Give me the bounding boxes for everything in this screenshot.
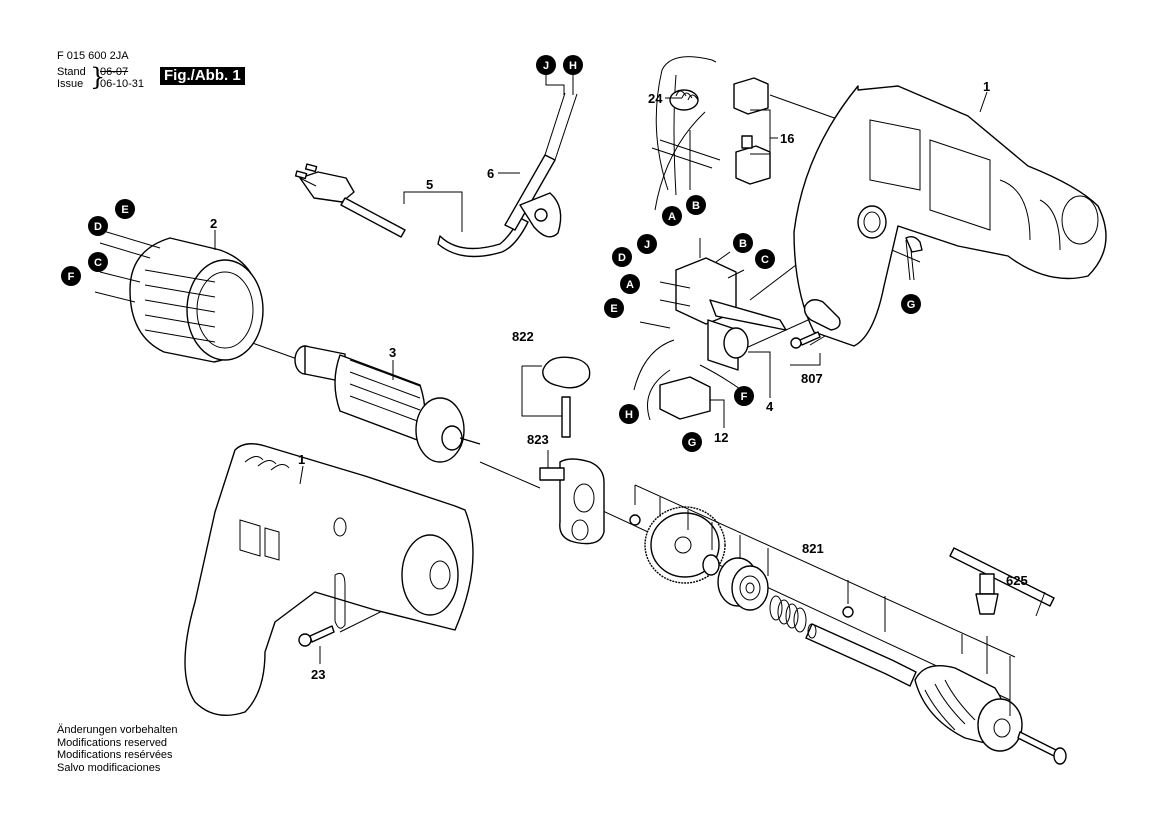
label-housing-right: 1 [983,79,990,94]
footer-notes: Änderungen vorbehalten Modifications res… [57,724,177,774]
svg-text:B: B [692,200,700,212]
figure-label: Fig./Abb. 1 [160,67,245,85]
svg-text:H: H [569,60,577,72]
connector-D-field: D [88,216,108,236]
housing-right-part [793,85,1107,347]
selector-knob-part [542,356,591,438]
label-armature: 3 [389,345,396,360]
svg-text:D: D [618,252,626,264]
connector-E-field: E [115,199,135,219]
field-part [94,229,264,363]
cable-guard-part [504,92,578,238]
label-selector-knob: 822 [512,329,534,344]
label-cable-clamp: 807 [801,371,823,386]
housing-left-part [184,443,474,716]
svg-text:H: H [625,409,633,421]
svg-text:E: E [121,204,128,216]
label-chuck-key: 625 [1006,573,1028,588]
brace-glyph: } [90,63,106,91]
wire-connector-badges: J H E D C F A B D J B C A E H F G G [61,55,921,452]
spindle-part [805,606,917,687]
label-suppressor: 12 [714,430,728,445]
spring-part [769,595,807,633]
stand-label: Stand [57,66,86,78]
svg-text:G: G [688,437,697,449]
connector-H-switch: H [619,404,639,424]
connector-A-switch: A [620,274,640,294]
svg-text:F: F [68,271,75,283]
connector-A-choke: A [662,206,682,226]
connector-F-switch: F [734,386,754,406]
connector-J-switch: J [637,234,657,254]
screw-23-part [298,625,335,647]
ground-terminal-part [905,235,923,281]
leader-lines [214,91,1046,716]
svg-text:J: J [644,239,650,251]
plug-cable-part [294,163,529,258]
svg-text:F: F [741,391,748,403]
label-cable-guard: 6 [487,166,494,181]
note-es: Salvo modificaciones [57,761,161,774]
connector-E-switch: E [604,298,624,318]
svg-text:A: A [668,211,676,223]
label-brushes: 16 [780,131,794,146]
label-gear-set: 821 [802,541,824,556]
connector-F-field: F [61,266,81,286]
label-selector-plate: 823 [527,432,549,447]
connector-B-choke: B [686,195,706,215]
document-number: F 015 600 2JA [57,50,129,62]
chuck-key-part [949,547,1055,674]
label-switch: 4 [766,399,774,414]
label-housing-left: 1 [298,452,305,467]
label-plug-cable: 5 [426,177,433,192]
connector-G-housing: G [901,294,921,314]
chuck-screw-part [1017,731,1067,765]
connector-H-top: H [563,55,583,75]
svg-text:D: D [94,221,102,233]
connector-J-top: J [536,55,556,75]
carbon-brushes-part [733,77,771,185]
svg-text:A: A [626,279,634,291]
selector-plate-part [539,458,605,545]
svg-text:B: B [739,238,747,250]
choke-part [651,56,721,211]
drill-chuck-part [914,665,1023,752]
label-screw: 23 [311,667,325,682]
connector-C-field: C [88,252,108,272]
note-de: Änderungen vorbehalten [57,724,178,736]
svg-text:C: C [94,257,102,269]
label-choke: 24 [648,91,663,106]
connector-C-switch: C [755,249,775,269]
switch-part [639,238,787,371]
armature-part [294,345,481,463]
suppressor-part [633,339,741,421]
connector-G-switch: G [682,432,702,452]
issue-label: Issue [57,78,84,90]
note-fr: Modifications resérvées [57,749,173,761]
part-number-labels: 1 2 3 1 5 6 24 16 4 12 807 822 823 821 6… [210,79,1028,682]
note-en: Modifications reserved [57,736,168,749]
svg-text:C: C [761,254,769,266]
retaining-ring-part [702,554,720,576]
svg-text:G: G [907,299,916,311]
label-field: 2 [210,216,217,231]
svg-text:J: J [543,60,549,72]
connector-D-switch: D [612,247,632,267]
bearing-part [717,557,769,611]
cable-clamp-part [790,299,841,349]
svg-text:E: E [610,303,617,315]
issue-date: 06-10-31 [100,78,145,90]
stand-date: 06-07 [100,66,129,78]
connector-B-switch: B [733,233,753,253]
